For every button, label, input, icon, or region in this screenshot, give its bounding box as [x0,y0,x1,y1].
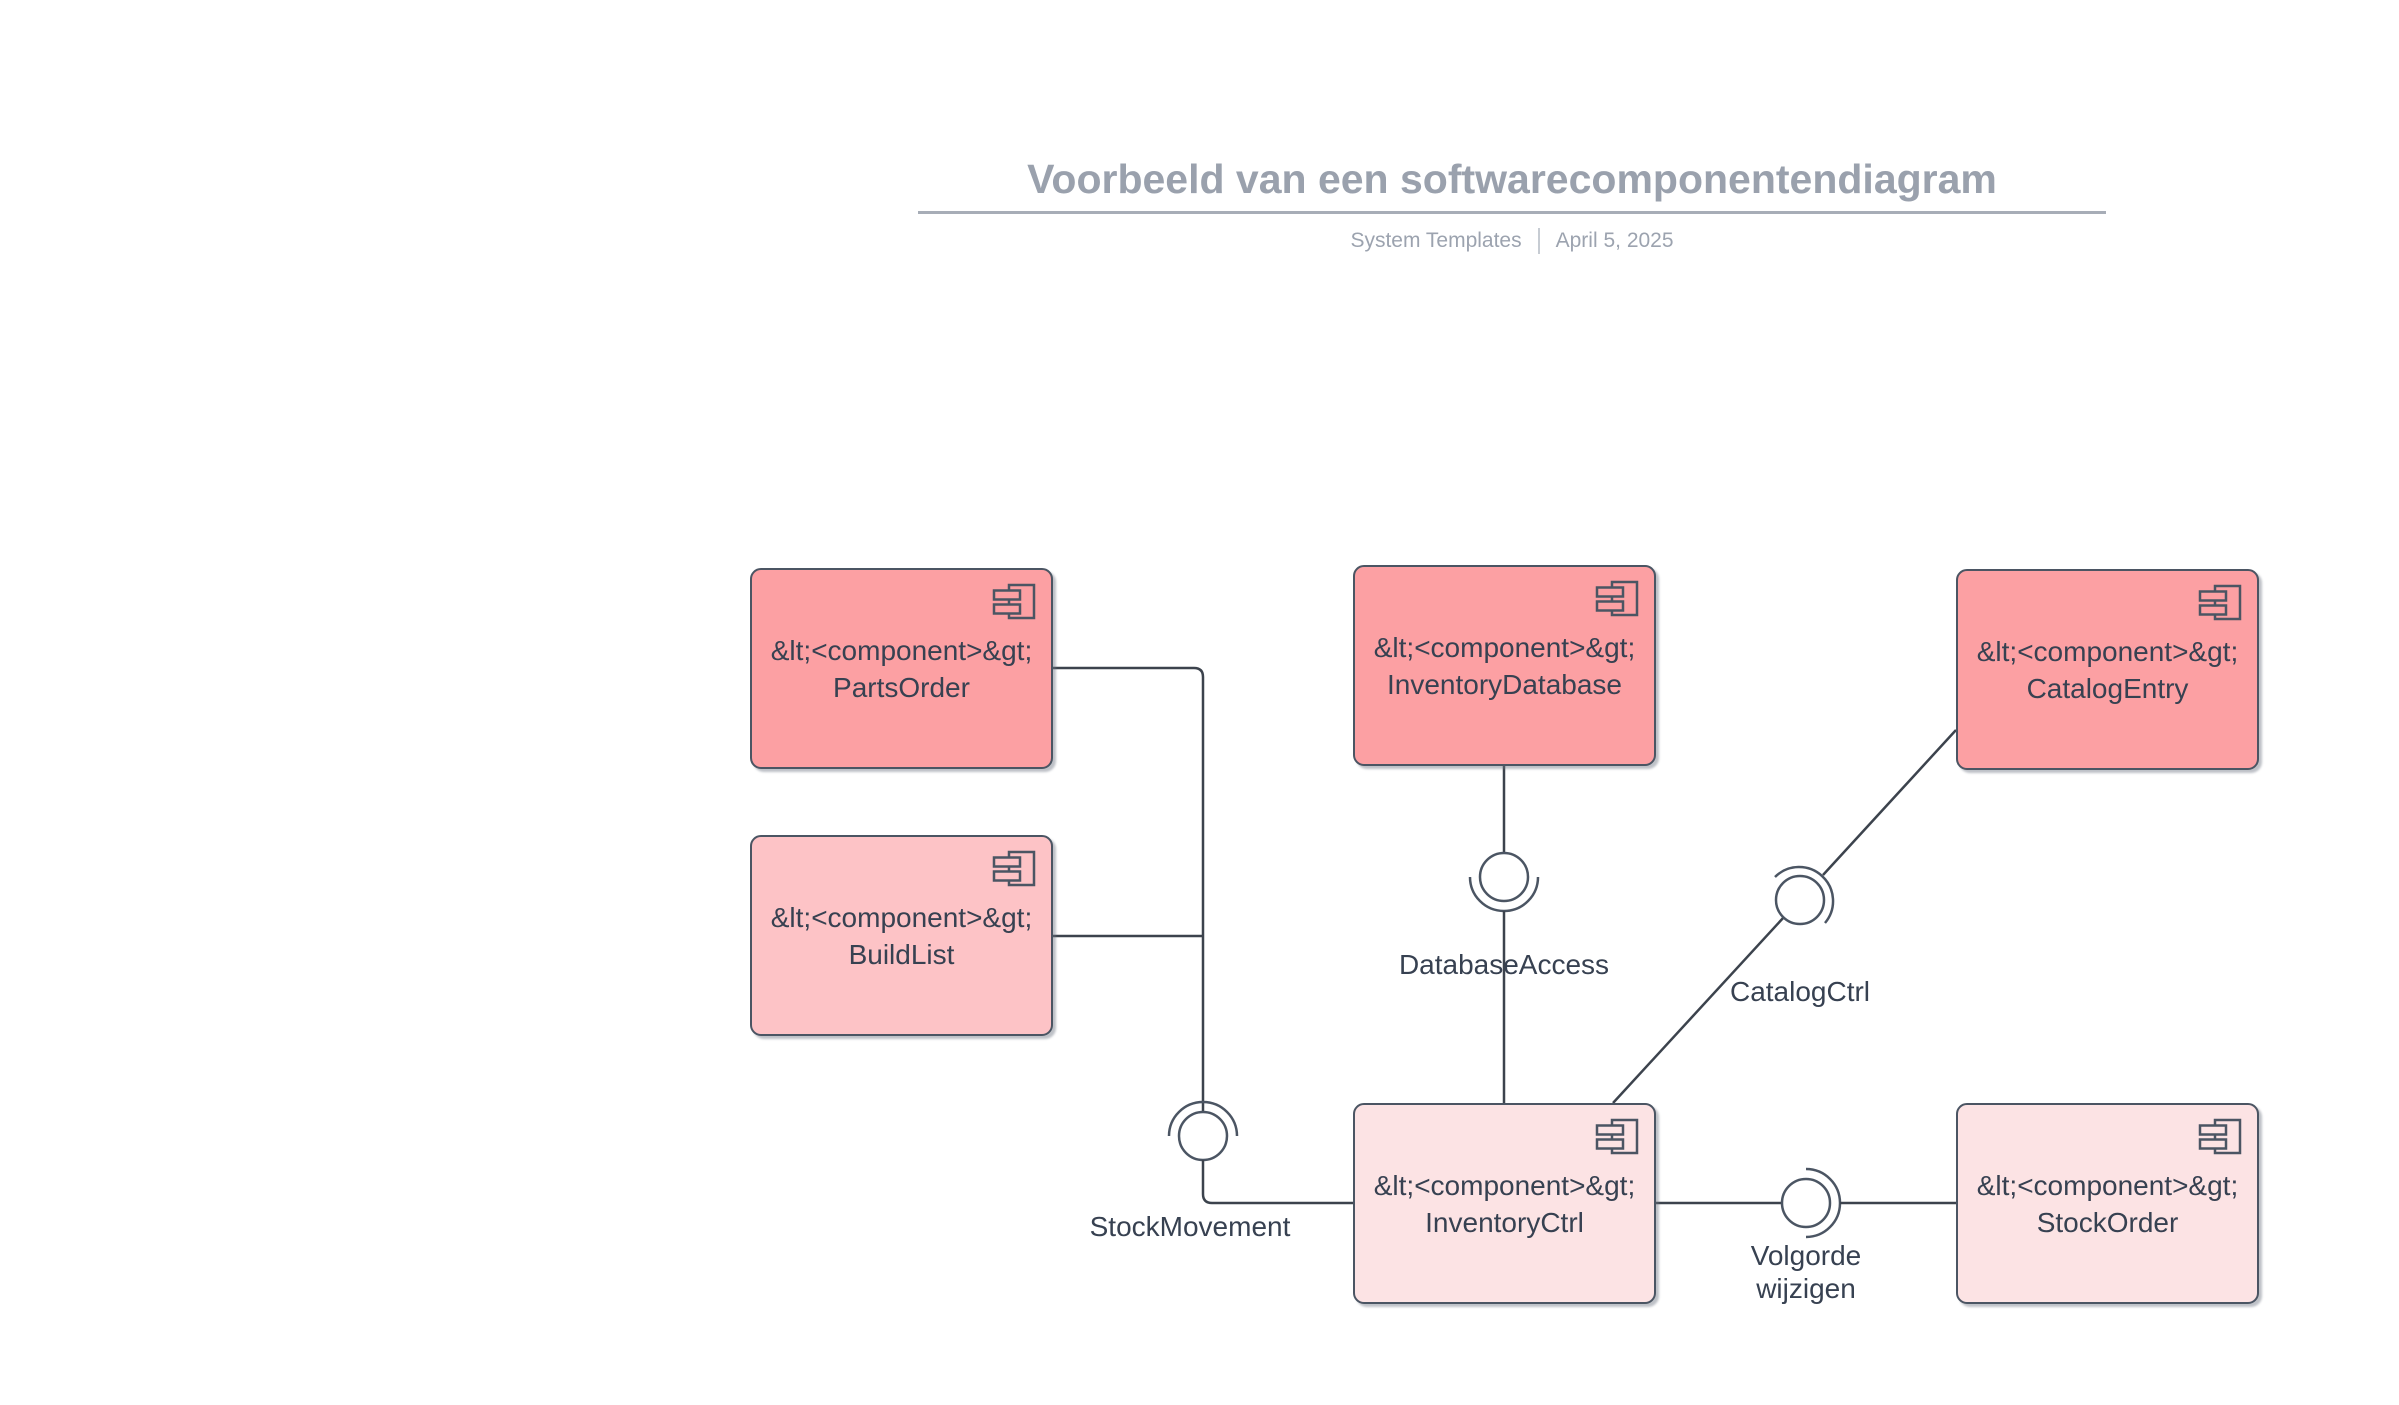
component-name: InventoryDatabase [1386,668,1623,700]
interface-label-stock-movement: StockMovement [1089,1211,1291,1242]
component-name: InventoryCtrl [1425,1206,1584,1238]
interface-label-catalog-ctrl: CatalogCtrl [1729,976,1871,1007]
component-buildlist[interactable]: &lt;<component>&gt; BuildList [750,835,1053,1036]
subtitle-author: System Templates [1350,229,1522,252]
interface-ball-volgorde-wijzigen [1780,1177,1832,1229]
component-name: CatalogEntry [2026,672,2189,704]
component-name: BuildList [848,938,955,970]
component-icon [1595,1118,1639,1155]
component-icon [992,850,1036,887]
page-title: Voorbeeld van een softwarecomponentendia… [1027,156,1997,202]
interface-label-volgorde-wijzigen: Volgorde wijzigen [1646,1239,1966,1305]
interface-ball-catalog-ctrl [1774,874,1826,926]
subtitle: System Templates April 5, 2025 [918,228,2106,254]
component-stockorder[interactable]: &lt;<component>&gt; StockOrder [1956,1103,2259,1304]
interface-label-line2: wijzigen [1756,1273,1856,1304]
interface-socket-stock-movement [1167,1100,1239,1137]
component-catalogentry[interactable]: &lt;<component>&gt; CatalogEntry [1956,569,2259,770]
title-underline [918,211,2106,214]
component-inventoryctrl[interactable]: &lt;<component>&gt; InventoryCtrl [1353,1103,1656,1304]
component-stereotype: &lt;<component>&gt; [1976,635,2239,667]
connector-catalogctrl-catalogentry [1822,729,1957,876]
interface-ball-database-access [1478,851,1530,903]
component-stereotype: &lt;<component>&gt; [770,634,1033,666]
interface-socket-catalog-ctrl [1774,865,1835,924]
subtitle-divider [1537,228,1540,254]
interface-label-line1: Volgorde [1750,1240,1862,1271]
connector-inventoryctrl-catalogctrl [1612,916,1785,1104]
component-inventorydatabase[interactable]: &lt;<component>&gt; InventoryDatabase [1353,565,1656,766]
connector-stockmovement-inventoryctrl [1201,1160,1353,1205]
component-stereotype: &lt;<component>&gt; [1976,1169,2239,1201]
component-icon [2198,1118,2242,1155]
component-icon [1595,580,1639,617]
connector-partsorder-stockmovement [1053,666,1205,1112]
subtitle-date: April 5, 2025 [1555,229,1674,252]
component-stereotype: &lt;<component>&gt; [1373,631,1636,663]
component-name: PartsOrder [833,671,970,703]
interface-label-database-access: DatabaseAccess [1398,949,1610,980]
component-icon [992,583,1036,620]
component-name: StockOrder [2036,1206,2179,1238]
component-stereotype: &lt;<component>&gt; [770,901,1033,933]
interface-ball-stock-movement [1177,1110,1229,1162]
component-partsorder[interactable]: &lt;<component>&gt; PartsOrder [750,568,1053,769]
component-stereotype: &lt;<component>&gt; [1373,1169,1636,1201]
diagram-header: Voorbeeld van een softwarecomponentendia… [918,156,2106,254]
component-icon [2198,584,2242,621]
